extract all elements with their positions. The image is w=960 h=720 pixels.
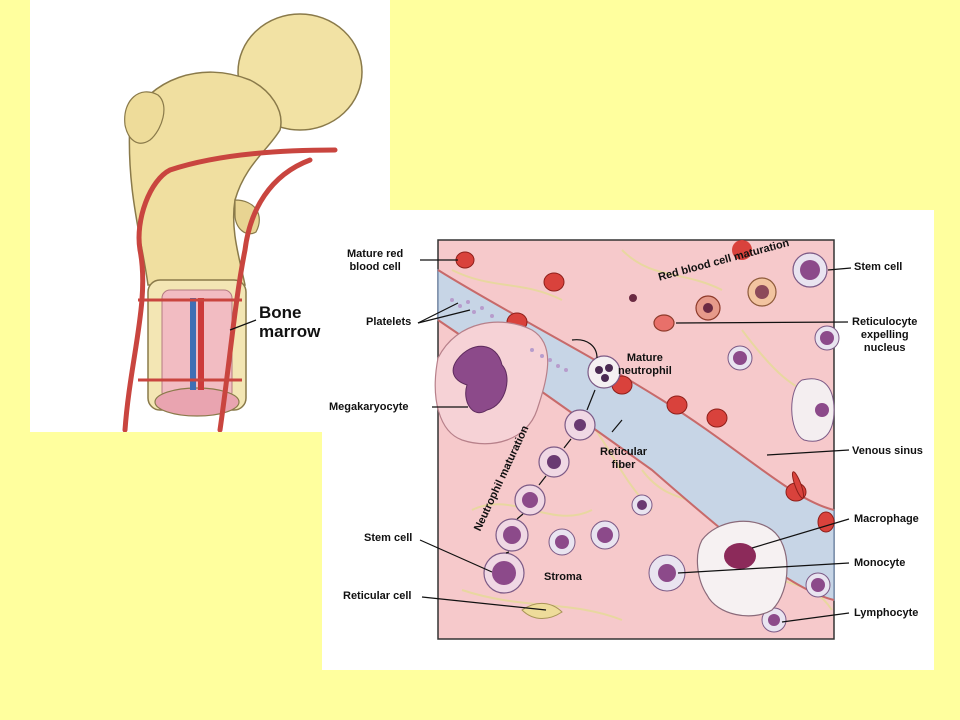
label-stroma: Stroma [544, 571, 582, 583]
label-reticulocyte-line1: Reticulocyte [852, 316, 918, 328]
label-reticular-fiber: Reticular fiber [600, 446, 647, 472]
neutrophil-arrows [505, 389, 596, 554]
label-megakaryocyte: Megakaryocyte [329, 401, 409, 413]
pointer-lines [417, 259, 852, 623]
marrow-detail-illustration [417, 239, 852, 640]
macrophage-nucleus [724, 543, 756, 569]
label-mature-neutrophil-line2: neutrophil [618, 365, 672, 377]
label-reticulocyte-line2: expelling [860, 329, 909, 341]
greater-trochanter [124, 91, 165, 144]
label-monocyte: Monocyte [854, 557, 906, 569]
bone-marrow-pointer [229, 319, 257, 331]
label-reticular-fiber-line1: Reticular [600, 446, 648, 458]
marrow-detail-panel: Mature red blood cell Platelets Megakary… [322, 210, 934, 670]
label-reticular-fiber-line2: fiber [611, 459, 636, 471]
label-mature-neutrophil: Mature neutrophil [618, 352, 672, 378]
label-mature-rbc-line2: blood cell [349, 261, 401, 273]
nutrient-artery [122, 147, 338, 432]
label-reticulocyte: Reticulocyte expelling nucleus [852, 316, 917, 355]
label-reticular-cell: Reticular cell [343, 590, 412, 602]
periosteal-artery [217, 157, 313, 432]
marrow-cells [548, 240, 840, 633]
megakaryocyte-nucleus [452, 345, 508, 413]
lesser-trochanter [234, 199, 260, 235]
label-platelets: Platelets [366, 316, 412, 328]
label-mature-rbc: Mature red blood cell [347, 248, 403, 274]
marrow-cavity [161, 289, 233, 401]
neutrophil-chain [483, 355, 621, 594]
label-reticulocyte-line3: nucleus [863, 342, 906, 354]
central-vein [190, 298, 196, 390]
central-artery [198, 298, 204, 390]
label-stem-cell-right: Stem cell [854, 261, 903, 273]
rbc-maturation-chain [629, 252, 828, 332]
label-lymphocyte: Lymphocyte [854, 607, 919, 619]
bone-marrow-label: Bone marrow [259, 303, 320, 341]
marrow-cut-face [154, 387, 240, 417]
label-stem-cell-left: Stem cell [364, 532, 413, 544]
platelet-cluster [450, 298, 568, 372]
bone-marrow-label-line1: Bone [259, 303, 302, 322]
label-mature-neutrophil-line1: Mature [626, 352, 663, 364]
reticular-cell-shape [521, 603, 563, 619]
label-venous-sinus: Venous sinus [852, 445, 923, 457]
label-macrophage: Macrophage [854, 513, 919, 525]
femur-illustration [122, 13, 363, 432]
label-mature-rbc-line1: Mature red [347, 248, 404, 260]
bone-marrow-label-line2: marrow [259, 322, 321, 341]
